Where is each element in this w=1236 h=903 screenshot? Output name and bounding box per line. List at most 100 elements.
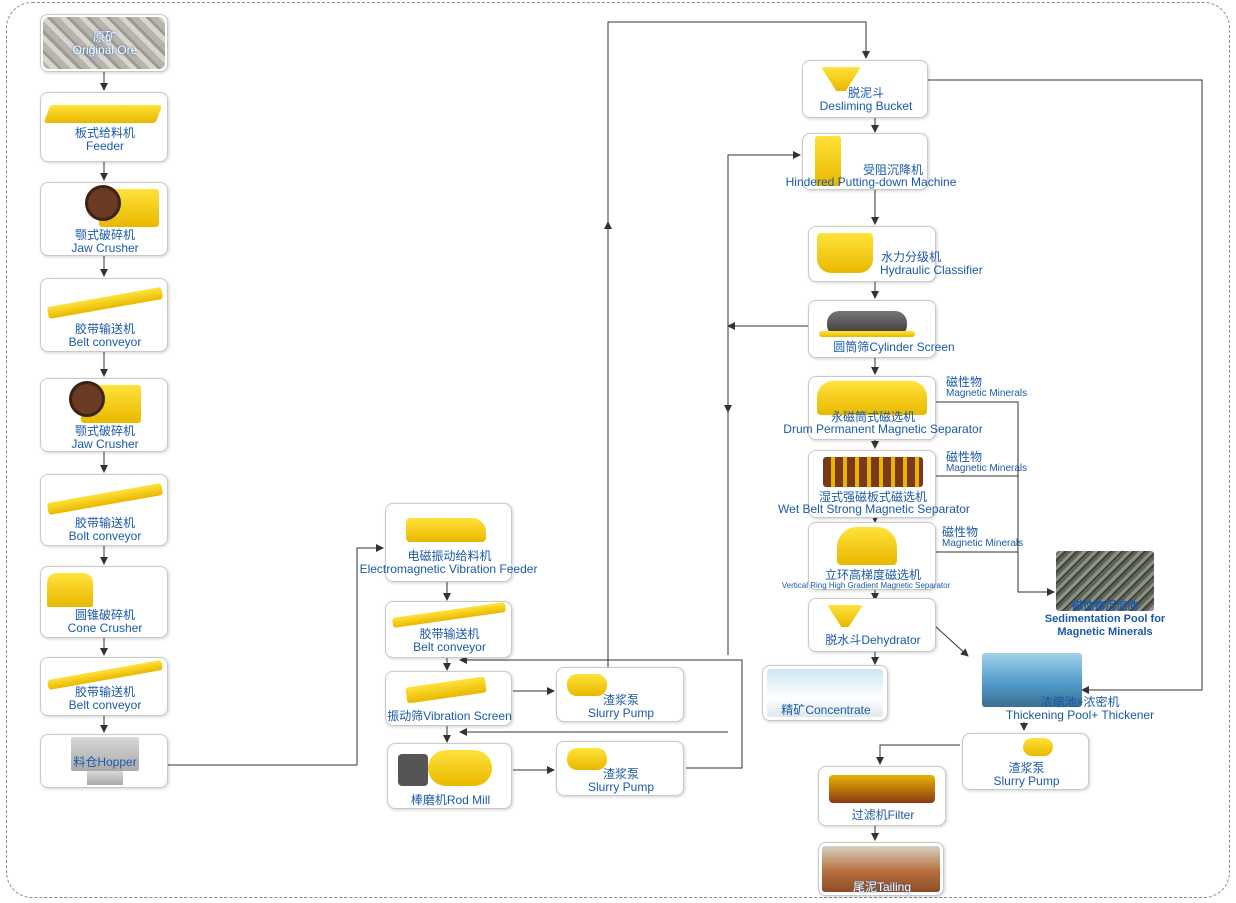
ring-separator-icon [837, 527, 897, 565]
filter-icon [829, 775, 935, 803]
magnetic-label-2: 磁性物 Magnetic Minerals [946, 450, 1028, 474]
wet-belt-separator-icon [823, 457, 923, 487]
label-zh: 脱泥斗 [847, 86, 884, 100]
dehydrator-icon [827, 605, 863, 627]
node-original-ore: 原矿 Original Ore [40, 14, 168, 72]
label-zh: 胶带输送机 [74, 322, 135, 336]
vibration-screen-icon [405, 676, 487, 704]
arrow-hopper-to-emfeeder [168, 544, 384, 766]
label-zh: 圆筒筛 [833, 340, 870, 354]
node-hydraulic-classifier: 水力分级机 [808, 226, 941, 282]
thickening-label: 浓缩池+浓密机 Thickening Pool+ Thickener [1005, 695, 1155, 722]
node-vertical-ring-separator: 立环高梯度磁选机 [808, 522, 936, 590]
belt-conveyor-icon [46, 287, 164, 319]
rod-mill-icon [428, 750, 492, 786]
node-concentrate: 精矿Concentrate [762, 665, 888, 721]
flywheel-icon [85, 185, 121, 221]
thickening-pool-image [982, 653, 1082, 707]
node-hindered-machine: 受阻沉降机 [802, 133, 928, 190]
label-zh: 水力分级机 [881, 250, 942, 264]
slurry-pump-icon [567, 674, 607, 696]
node-vibration-screen: 振动筛Vibration Screen [385, 671, 512, 726]
label-zh: 颚式破碎机 [74, 424, 135, 438]
drum-label-en: Drum Permanent Magnetic Separator [783, 422, 983, 436]
label-en: Tailing [876, 880, 912, 894]
label-en: Cylinder Screen [869, 340, 955, 354]
cone-crusher-icon [47, 573, 93, 607]
arrow-magnetic-to-sedimentation [935, 401, 1055, 596]
label-en: Original Ore [72, 43, 138, 57]
motor-icon [398, 754, 428, 786]
concentrate-image [767, 669, 883, 717]
node-belt-conveyor-3: 胶带输送机 Belt conveyor [40, 657, 168, 716]
node-slurry-pump-2: 渣浆泵 Slurry Pump [556, 741, 684, 796]
label-zh: 电磁振动给料机 [407, 549, 492, 563]
arrow-pump2-to-screen [459, 656, 743, 769]
node-desliming-bucket: 脱泥斗 Desliming Bucket [802, 60, 928, 118]
diagram-frame [6, 2, 1230, 898]
node-feeder: 板式给料机 Feeder [40, 92, 168, 162]
belt-conveyor-icon [391, 602, 507, 628]
magnetic-label-3: 磁性物 Magnetic Minerals [942, 525, 1024, 549]
label-zh: 胶带输送机 [74, 516, 135, 530]
wetbelt-label-en: Wet Belt Strong Magnetic Separator [778, 502, 970, 516]
node-belt-conveyor-2: 胶带输送机 Bolt conveyor [40, 474, 168, 546]
label-zh: 料仓 [73, 755, 98, 769]
label-zh: 尾泥 [852, 880, 877, 894]
hindered-settler-icon [815, 136, 841, 186]
label-en: Slurry Pump [587, 706, 655, 720]
label-zh: 原矿 [92, 30, 117, 44]
label-en: Slurry Pump [587, 780, 655, 794]
label-zh: 胶带输送机 [74, 685, 135, 699]
label-zh: 脱水斗 [825, 633, 862, 647]
ore-image [43, 17, 165, 69]
label-en: Vibration Screen [423, 709, 512, 723]
arrow-return-to-hindered [727, 151, 801, 655]
label-en: Jaw Crusher [71, 437, 139, 451]
node-hopper: 料仓Hopper [40, 734, 168, 788]
label-zh: 受阻沉降机 [862, 163, 923, 177]
label-zh: 胶带输送机 [419, 627, 480, 641]
label-zh: 立环高梯度磁选机 [824, 568, 921, 582]
label-en: Desliming Bucket [819, 99, 913, 113]
arrow-pump3-to-filter [876, 744, 960, 765]
label-en: Hopper [97, 755, 137, 769]
label-en: Jaw Crusher [71, 241, 139, 255]
label-zh: 永磁筒式磁选机 [830, 410, 915, 424]
node-jaw-crusher-2: 颚式破碎机 Jaw Crusher [40, 378, 168, 452]
ring-label-en: Vertical Ring High Gradient Magnetic Sep… [781, 581, 951, 590]
sedimentation-label: 磁性物沉淀池 Sedimentation Pool for Magnetic M… [1044, 600, 1166, 638]
arrow-pump1-to-desliming [607, 21, 870, 667]
belt-conveyor-icon [46, 483, 164, 515]
arrow-dehydrator-to-thickening [934, 625, 969, 657]
node-cone-crusher: 圆锥破碎机 Cone Crusher [40, 566, 168, 638]
node-belt-conveyor-4: 胶带输送机 Belt conveyor [385, 601, 512, 658]
label-en: Belt conveyor [413, 640, 486, 654]
em-feeder-label-en: Electromagnetic Vibration Feeder [359, 562, 538, 576]
slurry-pump-icon [567, 748, 607, 770]
node-drum-separator: 永磁筒式磁选机 [808, 376, 936, 440]
label-zh: 颚式破碎机 [74, 228, 135, 242]
node-slurry-pump-3: 渣浆泵 Slurry Pump [962, 733, 1089, 790]
label-en: Concentrate [805, 703, 871, 717]
label-zh: 精矿 [781, 703, 806, 717]
slurry-pump-icon [1023, 738, 1053, 756]
label-zh: 渣浆泵 [1008, 761, 1045, 775]
drum-separator-icon [817, 381, 927, 415]
node-jaw-crusher-1: 颚式破碎机 Jaw Crusher [40, 182, 168, 256]
node-wet-belt-separator: 湿式强磁板式磁选机 [808, 450, 936, 518]
label-zh: 渣浆泵 [602, 693, 639, 707]
label-en: Feeder [85, 139, 125, 153]
hopper-icon [71, 737, 139, 771]
label-zh: 板式给料机 [74, 126, 135, 140]
label-zh: 过滤机 [851, 808, 888, 822]
label-en: Bolt conveyor [68, 529, 142, 543]
label-en: Belt conveyor [68, 335, 142, 349]
label-en: Filter [887, 808, 915, 822]
label-zh: 圆锥破碎机 [74, 608, 135, 622]
node-filter: 过滤机Filter [818, 766, 946, 826]
feeder-machine-icon [43, 105, 163, 123]
flywheel-icon [69, 381, 105, 417]
label-zh: 振动筛 [387, 709, 424, 723]
